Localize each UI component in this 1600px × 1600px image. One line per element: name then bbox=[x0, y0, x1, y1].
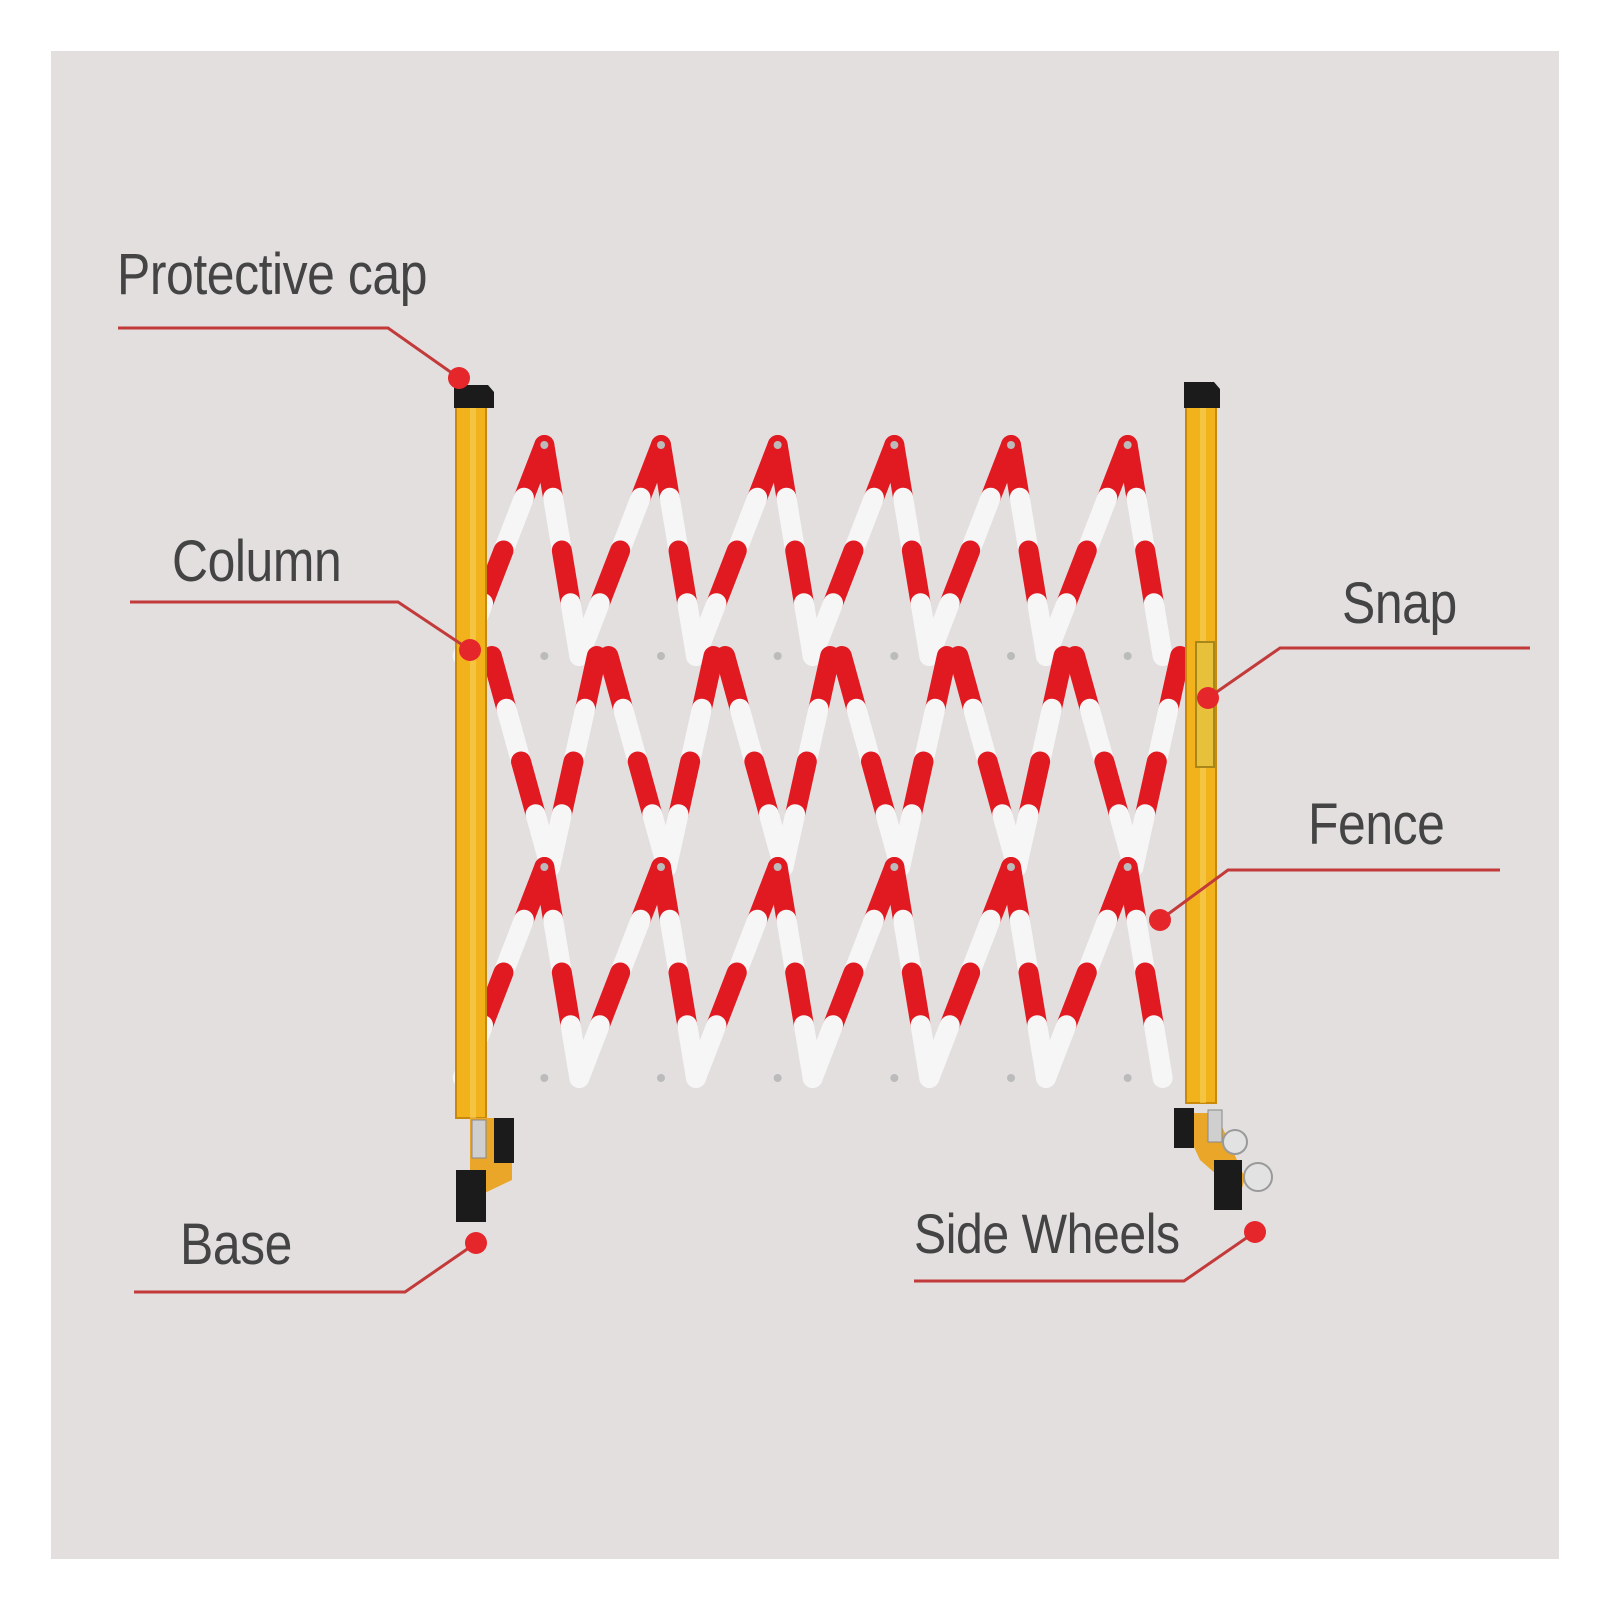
snap-label: Snap bbox=[1342, 571, 1457, 636]
fence-joint bbox=[1007, 441, 1015, 449]
callout-protective-cap bbox=[118, 326, 470, 389]
fence-joint bbox=[1123, 863, 1132, 871]
fence-bar-segment bbox=[1036, 1015, 1077, 1088]
fence-joint bbox=[773, 441, 782, 449]
fence-joint bbox=[1007, 1074, 1015, 1082]
fence-bar-segment bbox=[686, 1015, 727, 1088]
base-label: Base bbox=[180, 1212, 292, 1277]
fence-bar-segment bbox=[569, 1015, 610, 1088]
fence-joint bbox=[773, 652, 782, 660]
callout-column bbox=[130, 600, 481, 661]
fence-bar-segment bbox=[1006, 804, 1039, 877]
fence-joint bbox=[773, 1074, 782, 1082]
fence-bar-segment bbox=[686, 593, 727, 666]
fence-bar-segment bbox=[919, 1015, 960, 1088]
fence-bar-segment bbox=[802, 1015, 844, 1088]
protective-cap-label: Protective cap bbox=[117, 242, 428, 307]
fence-joint bbox=[1007, 863, 1015, 871]
fence-joint bbox=[1007, 652, 1015, 660]
fence-joint bbox=[657, 1074, 665, 1082]
fence-joint bbox=[540, 441, 549, 449]
fence-joint bbox=[657, 652, 665, 660]
fence-bar-segment bbox=[773, 804, 806, 877]
fence-bar-segment bbox=[890, 804, 922, 877]
fence-joint bbox=[890, 652, 899, 660]
fence-lattice bbox=[452, 435, 1191, 1088]
side-wheel-icon bbox=[1243, 1162, 1273, 1192]
left-protective-cap bbox=[454, 385, 494, 408]
column-label: Column bbox=[172, 529, 342, 594]
fence-joint bbox=[657, 863, 665, 871]
fence-joint bbox=[890, 441, 899, 449]
fence-bar-segment bbox=[1143, 1015, 1173, 1088]
fence-joint bbox=[1123, 441, 1132, 449]
fence-joint bbox=[890, 1074, 899, 1082]
side-wheel-icon bbox=[1222, 1129, 1248, 1155]
fence-bar-segment bbox=[802, 593, 844, 666]
fence-label: Fence bbox=[1308, 792, 1445, 857]
fence-bar-segment bbox=[1123, 804, 1156, 877]
left-base bbox=[456, 1118, 514, 1222]
fence-joint bbox=[1123, 1074, 1132, 1082]
side-wheels-label: Side Wheels bbox=[914, 1202, 1180, 1265]
fence-joint bbox=[890, 863, 899, 871]
fence-bar-segment bbox=[1143, 593, 1173, 666]
fence-bar-segment bbox=[1036, 593, 1077, 666]
fence-joint bbox=[540, 1074, 549, 1082]
fence-bar-segment bbox=[656, 804, 689, 877]
left-column bbox=[455, 397, 487, 1119]
fence-bar-segment bbox=[540, 804, 572, 877]
fence-joint bbox=[657, 441, 665, 449]
callout-base bbox=[134, 1232, 487, 1294]
fence-joint bbox=[540, 652, 549, 660]
fence-joint bbox=[1123, 652, 1132, 660]
fence-joint bbox=[540, 863, 549, 871]
callout-side-wheels bbox=[914, 1221, 1266, 1283]
right-base bbox=[1174, 1108, 1245, 1210]
fence-joint bbox=[773, 863, 782, 871]
callout-fence bbox=[1149, 868, 1500, 931]
right-protective-cap bbox=[1184, 382, 1220, 408]
fence-bar-segment bbox=[569, 593, 610, 666]
callout-snap bbox=[1197, 646, 1530, 709]
fence-bar-segment bbox=[919, 593, 960, 666]
